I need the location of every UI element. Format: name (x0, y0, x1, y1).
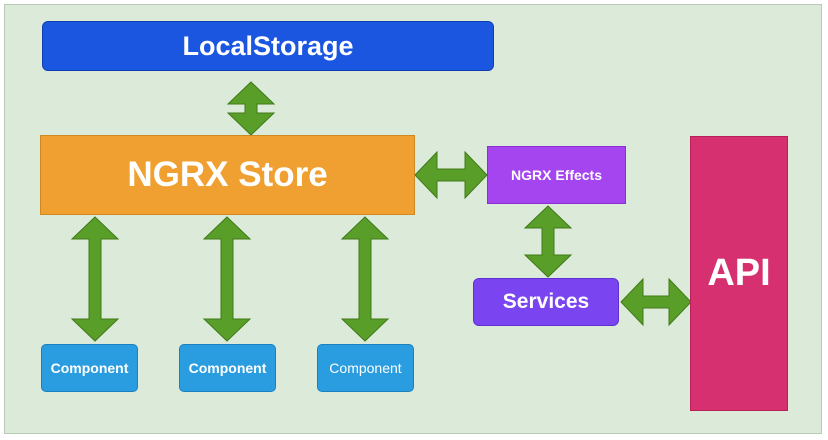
component-label-1: Component (50, 360, 129, 376)
arrow-store-effects (414, 150, 488, 200)
ngrx-store-node: NGRX Store (40, 135, 415, 215)
ngrx-effects-node: NGRX Effects (487, 146, 626, 204)
arrow-store-component-2 (202, 216, 252, 342)
ngrx-effects-label: NGRX Effects (510, 167, 603, 183)
arrow-store-component-1 (70, 216, 120, 342)
services-node: Services (473, 278, 619, 326)
localstorage-node: LocalStorage (42, 21, 494, 71)
services-label: Services (502, 290, 590, 313)
component-node-3: Component (317, 344, 414, 392)
component-label-2: Component (188, 360, 267, 376)
component-node-2: Component (179, 344, 276, 392)
arrow-localstorage-store (226, 81, 276, 136)
arrow-store-component-3 (340, 216, 390, 342)
localstorage-label: LocalStorage (182, 30, 354, 61)
component-node-1: Component (41, 344, 138, 392)
connector-arrows (70, 81, 692, 342)
arrow-services-api (620, 277, 692, 327)
api-node: API (690, 136, 788, 411)
arrow-effects-services (523, 205, 573, 278)
component-label-3: Component (329, 360, 402, 376)
diagram-canvas: LocalStorage NGRX Store NGRX Effects Ser… (4, 4, 822, 434)
ngrx-store-label: NGRX Store (127, 155, 328, 194)
api-label: API (707, 252, 771, 294)
